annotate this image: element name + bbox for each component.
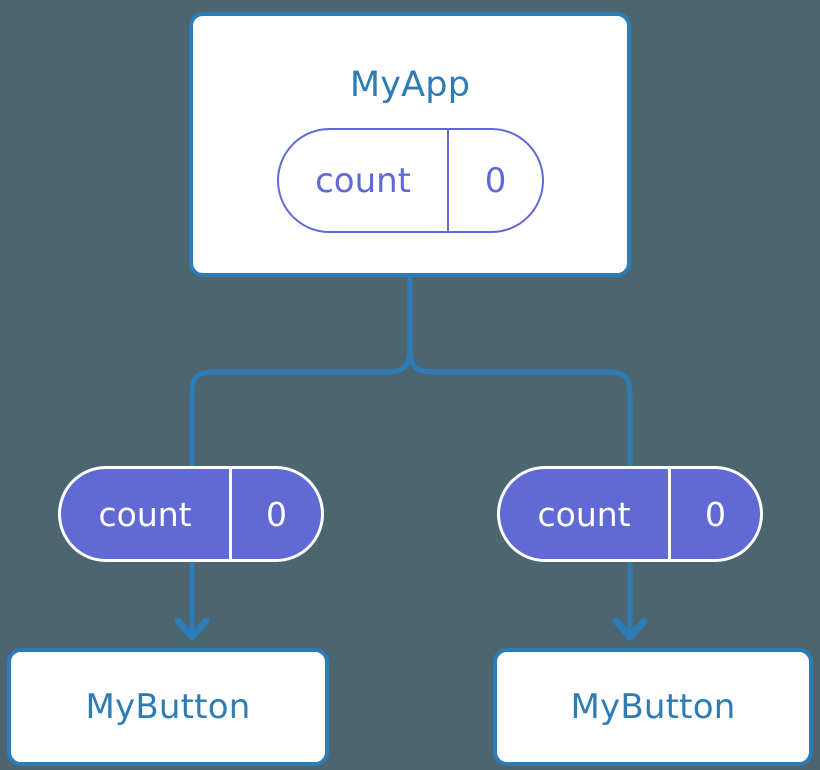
prop-pill-value-right: 0 <box>668 469 760 559</box>
prop-pill-value-left: 0 <box>229 469 321 559</box>
arrow-right-head <box>612 617 648 641</box>
prop-pill-count-left[interactable]: count 0 <box>58 466 324 562</box>
component-box-mybutton-right[interactable]: MyButton <box>493 648 813 766</box>
prop-pill-count-right[interactable]: count 0 <box>497 466 763 562</box>
component-title-mybutton-left: MyButton <box>85 687 251 727</box>
connector-branch-left <box>189 347 413 466</box>
component-title-myapp: MyApp <box>349 65 471 105</box>
state-pill-count[interactable]: count 0 <box>277 128 544 233</box>
component-title-mybutton-right: MyButton <box>570 687 736 727</box>
connector-branch-right <box>407 347 633 466</box>
state-pill-key: count <box>315 160 412 201</box>
prop-pill-key-left: count <box>98 494 192 534</box>
state-pill-value: 0 <box>447 130 542 231</box>
prop-pill-key-right: count <box>537 494 631 534</box>
component-box-mybutton-left[interactable]: MyButton <box>7 648 329 766</box>
arrow-left-head <box>174 617 210 641</box>
